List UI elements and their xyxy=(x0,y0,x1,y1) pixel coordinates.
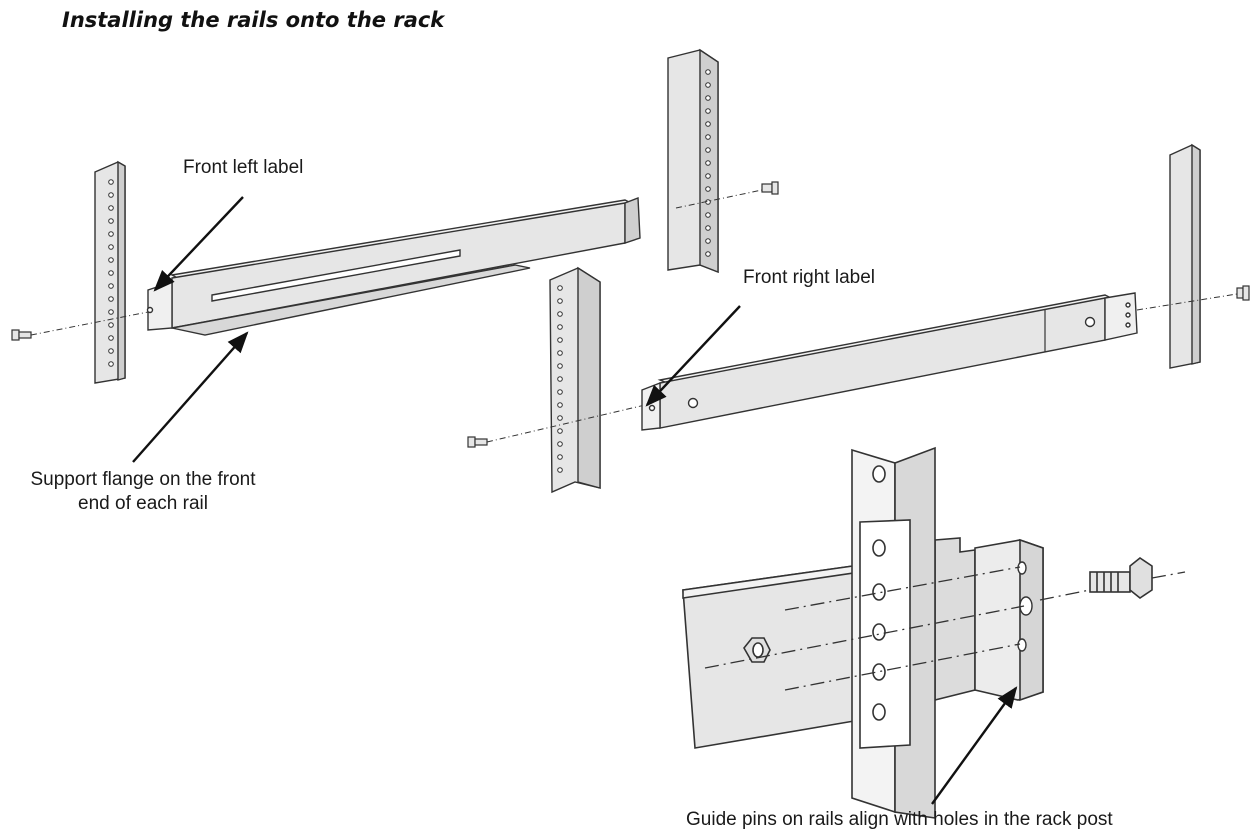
right-rail xyxy=(641,292,1138,431)
right-front-screw-axis xyxy=(486,404,646,443)
support-flange-callout: Support flange on the front end of each … xyxy=(2,468,284,516)
front-left-label-text: Front left label xyxy=(183,157,304,178)
left-rail xyxy=(146,196,641,336)
left-front-rack-post xyxy=(94,160,126,384)
right-rear-rack-post xyxy=(1169,143,1201,369)
front-right-label-callout: Front right label xyxy=(743,266,875,290)
detail-bolt xyxy=(1089,557,1153,599)
diagram-title: Installing the rails onto the rack xyxy=(62,8,445,32)
rear-center-screw xyxy=(761,181,779,195)
rear-center-post-holes xyxy=(705,69,711,257)
right-front-screw xyxy=(467,436,488,448)
left-screw-axis xyxy=(30,311,149,336)
guide-pins-text: Guide pins on rails align with holes in … xyxy=(686,809,1113,830)
left-front-post-holes xyxy=(108,179,114,367)
right-rear-screw xyxy=(1236,285,1250,301)
guide-pins-arrow xyxy=(931,686,1018,805)
front-left-label-arrow xyxy=(153,196,244,292)
guide-pin-detail xyxy=(682,446,1153,819)
support-flange-arrow xyxy=(132,331,249,463)
right-front-rack-post xyxy=(549,266,601,494)
left-front-screw xyxy=(11,329,32,341)
support-flange-text-line1: Support flange on the front xyxy=(30,469,256,490)
rear-center-screw-axis xyxy=(675,189,763,209)
rear-rack-post-center xyxy=(667,48,719,274)
detail-post-holes xyxy=(872,465,886,721)
front-left-label-callout: Front left label xyxy=(183,156,303,180)
support-flange-text-line2: end of each rail xyxy=(78,493,208,514)
front-right-label-text: Front right label xyxy=(743,267,876,288)
detail-alignment-lines xyxy=(704,566,1186,691)
guide-pins-callout: Guide pins on rails align with holes in … xyxy=(686,808,1113,832)
right-rear-screw-axis xyxy=(1136,293,1238,311)
front-right-label-arrow xyxy=(645,305,741,407)
right-front-post-holes xyxy=(557,285,563,473)
